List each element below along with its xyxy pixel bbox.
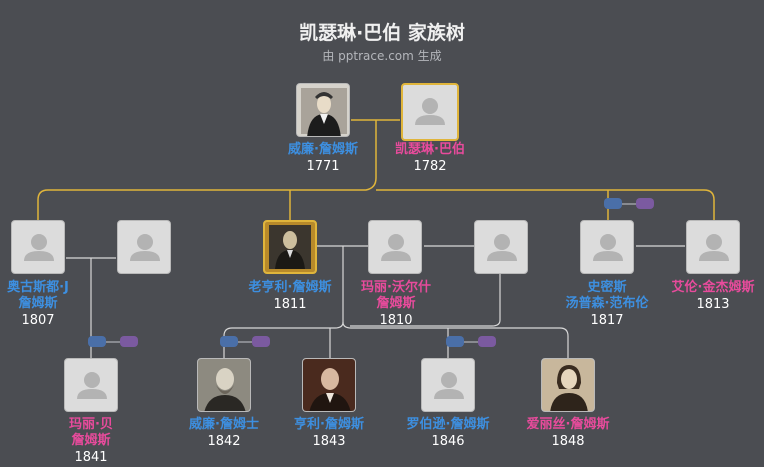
relation-badge-female[interactable] [252, 336, 270, 347]
person-photo-augustus-spouse[interactable] [117, 220, 171, 274]
avatar-placeholder-icon [381, 234, 411, 261]
person-photo-ellen[interactable] [686, 220, 740, 274]
tree-title: 凯瑟琳·巴伯 家族树 [299, 22, 465, 44]
person-name-william: 威廉·詹姆斯 [288, 142, 358, 157]
person-name-mary-b-line2: 詹姆斯 [71, 433, 111, 448]
relation-badge-link [106, 341, 120, 343]
person-year-william: 1771 [306, 159, 340, 174]
avatar-placeholder-icon [434, 372, 464, 399]
relation-badge-male[interactable] [220, 336, 238, 347]
person-year-mary-walsh: 1810 [379, 313, 413, 328]
person-photo-alice[interactable] [541, 358, 595, 412]
person-name-alice: 爱丽丝·詹姆斯 [526, 417, 610, 432]
person-year-alice: 1848 [551, 434, 585, 449]
avatar-placeholder-icon [487, 234, 517, 261]
relation-badge-female[interactable] [636, 198, 654, 209]
person-year-william-jr: 1842 [207, 434, 241, 449]
person-name-smith-line1: 史密斯 [587, 280, 627, 295]
root-branch-1817 [376, 189, 715, 220]
person-photo-mary-walsh[interactable] [368, 220, 422, 274]
person-name-william-jr: 威廉·詹姆士 [189, 417, 259, 432]
relation-badge-link [464, 341, 478, 343]
person-name-catherine: 凯瑟琳·巴伯 [395, 142, 465, 157]
portrait-woman-sepia-icon [542, 359, 594, 411]
henry-descent-right [342, 321, 569, 358]
person-photo-mary-b[interactable] [64, 358, 118, 412]
person-name-ellen: 艾伦·金杰姆斯 [671, 280, 755, 295]
person-photo-robertson[interactable] [421, 358, 475, 412]
relation-badge-male[interactable] [446, 336, 464, 347]
relation-badge-female[interactable] [120, 336, 138, 347]
person-photo-henry[interactable] [302, 358, 356, 412]
relation-badge-link [622, 203, 636, 205]
mary-sibling-descent [350, 274, 501, 327]
person-year-robertson: 1846 [431, 434, 465, 449]
tree-subtitle: 由 pptrace.com 生成 [322, 49, 442, 63]
person-name-henry-sr: 老亨利·詹姆斯 [248, 280, 332, 295]
person-photo-smith[interactable] [580, 220, 634, 274]
person-photo-william-jr[interactable] [197, 358, 251, 412]
person-name-robertson: 罗伯逊·詹姆斯 [406, 417, 490, 432]
person-name-augustus-line1: 奥古斯都·J [7, 280, 69, 295]
person-year-catherine: 1782 [413, 159, 447, 174]
relation-badge-female[interactable] [478, 336, 496, 347]
person-name-augustus-line2: 詹姆斯 [18, 296, 58, 311]
avatar-placeholder-icon [415, 98, 445, 125]
person-year-ellen: 1813 [696, 297, 730, 312]
person-name-henry: 亨利·詹姆斯 [294, 417, 364, 432]
person-year-smith: 1817 [590, 313, 624, 328]
person-photo-augustus[interactable] [11, 220, 65, 274]
portrait-man-bald-icon [303, 359, 355, 411]
portrait-man-daguerreotype-icon [265, 222, 315, 272]
avatar-placeholder-icon [699, 234, 729, 261]
person-name-mary-walsh-line2: 詹姆斯 [376, 296, 416, 311]
relation-badge-male[interactable] [604, 198, 622, 209]
relation-badge-male[interactable] [88, 336, 106, 347]
avatar-placeholder-icon [24, 234, 54, 261]
avatar-placeholder-icon [593, 234, 623, 261]
henry-descent-line [223, 246, 344, 358]
person-photo-william[interactable] [296, 83, 350, 137]
avatar-placeholder-icon [77, 372, 107, 399]
person-name-smith-line2: 汤普森·范布伦 [565, 296, 649, 311]
portrait-bearded-man-icon [198, 359, 250, 411]
person-year-henry-sr: 1811 [273, 297, 307, 312]
person-photo-mary-walsh-sibling[interactable] [474, 220, 528, 274]
relation-badge-link [238, 341, 252, 343]
person-photo-catherine[interactable] [401, 83, 459, 141]
person-year-mary-b: 1841 [74, 450, 108, 465]
person-photo-henry-sr[interactable] [263, 220, 317, 274]
portrait-man-seated-icon [297, 84, 349, 136]
person-year-augustus: 1807 [21, 313, 55, 328]
avatar-placeholder-icon [130, 234, 160, 261]
root-descent-line [37, 120, 377, 220]
person-year-henry: 1843 [312, 434, 346, 449]
person-name-mary-b-line1: 玛丽·贝 [69, 417, 113, 432]
person-name-mary-walsh-line1: 玛丽·沃尔什 [361, 280, 431, 295]
